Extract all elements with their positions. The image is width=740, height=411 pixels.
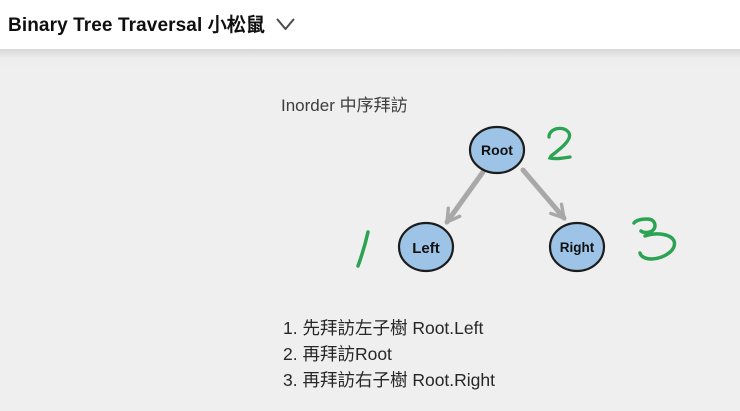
note-canvas: Inorder 中序拜訪 Root Left Right 1. 先拜 bbox=[0, 49, 740, 411]
tree-node-right-label: Right bbox=[560, 240, 595, 255]
tree-node-root-label: Root bbox=[481, 142, 513, 158]
page-title: Binary Tree Traversal 小松鼠 bbox=[8, 14, 266, 36]
edge-root-to-left bbox=[444, 169, 486, 225]
page-header: Binary Tree Traversal 小松鼠 bbox=[0, 0, 740, 49]
tree-node-left: Left bbox=[397, 221, 455, 273]
edge-root-to-right bbox=[520, 167, 567, 221]
ink-digit-2-icon bbox=[547, 126, 572, 161]
ink-digit-1-icon bbox=[356, 230, 370, 268]
step-line: 1. 先拜訪左子樹 Root.Left bbox=[283, 318, 484, 338]
chevron-down-icon[interactable] bbox=[276, 18, 295, 31]
tree-node-root: Root bbox=[468, 125, 526, 175]
ink-digit-3-icon bbox=[632, 217, 677, 261]
step-line: 2. 再拜訪Root bbox=[283, 344, 392, 364]
tree-node-right: Right bbox=[548, 221, 606, 273]
page-title-dropdown[interactable]: Binary Tree Traversal 小松鼠 bbox=[8, 8, 295, 38]
tree-node-left-label: Left bbox=[412, 240, 440, 257]
step-line: 3. 再拜訪右子樹 Root.Right bbox=[283, 370, 495, 390]
slide-heading: Inorder 中序拜訪 bbox=[281, 96, 408, 115]
traversal-steps: 1. 先拜訪左子樹 Root.Left 2. 再拜訪Root 3. 再拜訪右子樹… bbox=[283, 315, 495, 393]
binary-tree-diagram: Root Left Right bbox=[356, 125, 677, 273]
